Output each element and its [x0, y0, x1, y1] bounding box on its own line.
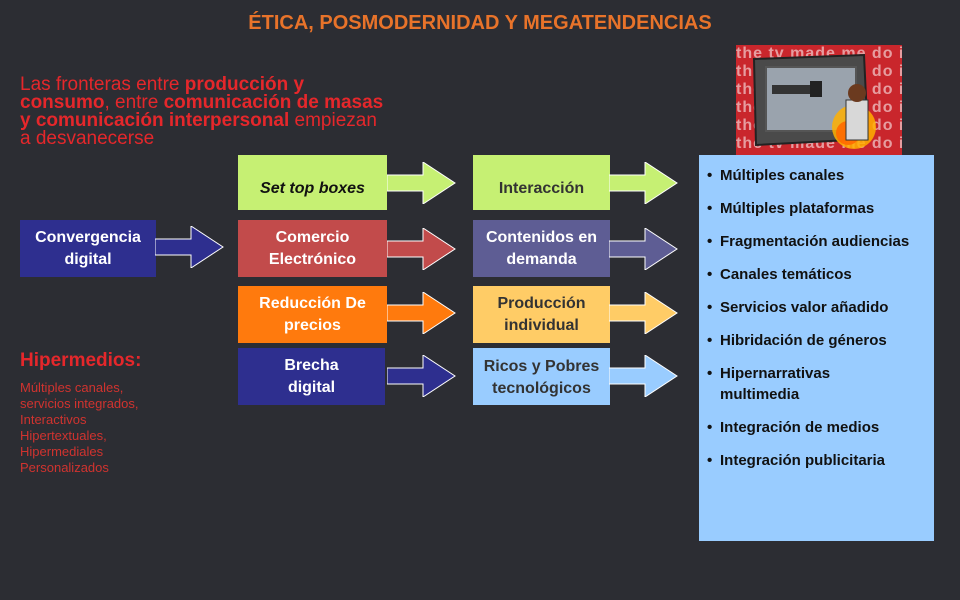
tendencia-item: Fragmentación audiencias	[707, 231, 910, 252]
box-contenidos-demanda: Contenidos en demanda	[473, 220, 610, 277]
box-comercio-electronico: Comercio Electrónico	[238, 220, 387, 277]
slide-title: ÉTICA, POSMODERNIDAD Y MEGATENDENCIAS	[248, 12, 712, 34]
tendencia-item: Múltiples canales	[707, 165, 926, 186]
tendencias-panel: Múltiples canales Múltiples plataformas …	[699, 155, 934, 541]
box-reduccion-precios: Reducción De precios	[238, 286, 387, 343]
hypermedia-item: Hipertextuales,	[20, 428, 107, 443]
hypermedia-item: Interactivos	[20, 412, 87, 427]
hypermedia-item: servicios integrados,	[20, 396, 139, 411]
intro-text: Las fronteras entre producción y consumo…	[20, 74, 384, 149]
right-arrow-icon	[387, 355, 456, 397]
hypermedia-list: Múltiples canales, servicios integrados,…	[20, 380, 190, 476]
tendencia-item: Hibridación de géneros	[707, 330, 890, 351]
hypermedia-title: Hipermedios:	[20, 350, 142, 371]
right-arrow-icon	[609, 292, 678, 334]
tendencia-item: Canales temáticos	[707, 264, 926, 285]
right-arrow-icon	[387, 228, 456, 270]
tv-made-me-do-it-image: the tv made me do it the tv made me do i…	[736, 45, 902, 156]
box-interaccion: Interacción	[473, 155, 610, 210]
tendencias-list: Múltiples canales Múltiples plataformas …	[707, 165, 926, 471]
hypermedia-item: Personalizados	[20, 460, 109, 475]
hypermedia-item: Hipermediales	[20, 444, 104, 459]
box-produccion-individual: Producción individual	[473, 286, 610, 343]
box-convergencia-digital: Convergencia digital	[20, 220, 156, 277]
right-arrow-icon	[387, 292, 456, 334]
tendencia-item: Integración de medios	[707, 417, 926, 438]
right-arrow-icon	[609, 228, 678, 270]
box-ricos-pobres: Ricos y Pobres tecnológicos	[473, 348, 610, 405]
right-arrow-icon	[387, 162, 456, 204]
box-brecha-digital: Brecha digital	[238, 348, 385, 405]
television-icon	[752, 53, 876, 149]
tendencia-item: Hipernarrativas multimedia	[707, 363, 900, 405]
right-arrow-icon	[609, 355, 678, 397]
tendencia-item: Integración publicitaria	[707, 450, 926, 471]
right-arrow-icon	[155, 226, 224, 268]
tendencia-item: Servicios valor añadido	[707, 297, 900, 318]
tendencia-item: Múltiples plataformas	[707, 198, 926, 219]
right-arrow-icon	[609, 162, 678, 204]
hypermedia-item: Múltiples canales,	[20, 380, 124, 395]
box-set-top-boxes: Set top boxes	[238, 155, 387, 210]
